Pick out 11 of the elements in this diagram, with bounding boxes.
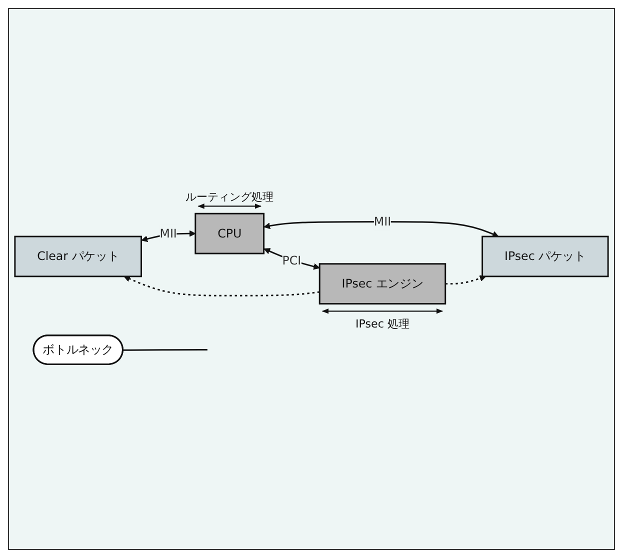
- process-box: IPsec エンジン: [318, 264, 446, 305]
- leader-line: [123, 349, 208, 352]
- speech-bubble: ボトルネック: [32, 335, 124, 366]
- dashed-arrow: [445, 276, 486, 285]
- caption-text: ルーティング処理: [186, 190, 274, 204]
- process-box: CPU: [194, 213, 265, 255]
- process-box: Clear パケット: [14, 236, 142, 278]
- process-box: IPsec パケット: [482, 236, 609, 278]
- arrow: [264, 221, 499, 238]
- caption-text: IPsec 処理: [356, 318, 410, 331]
- dashed-arrow: [124, 276, 320, 297]
